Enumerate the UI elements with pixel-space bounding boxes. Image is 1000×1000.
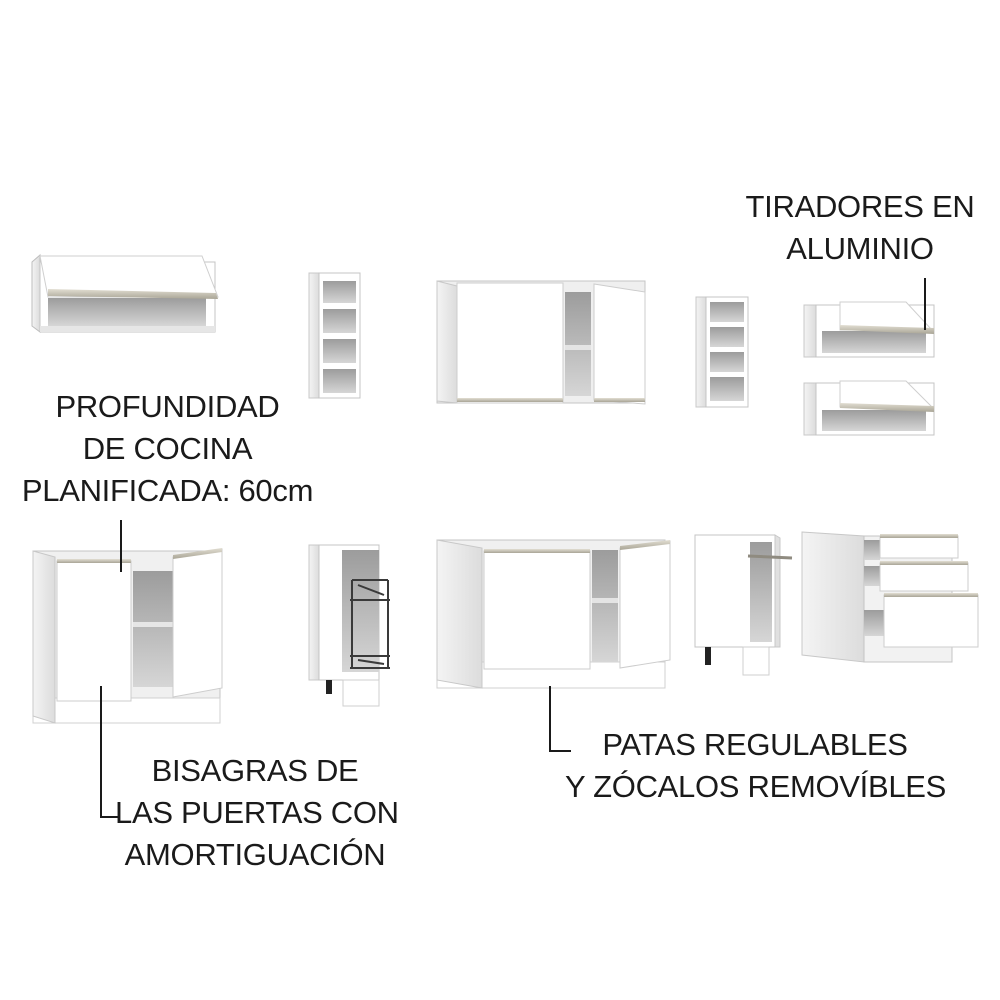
- legs-leader-line-vertical: [549, 686, 551, 752]
- pull-out-rack-icon: [308, 544, 390, 707]
- legs-annotation-line-2: Y ZÓCALOS REMOVÍBLES: [565, 769, 947, 804]
- depth-annotation: PROFUNDIDAD DE COCINA PLANIFICADA: 60cm: [15, 386, 320, 512]
- drawer-unit-icon: [801, 531, 979, 663]
- legs-annotation-line-1: PATAS REGULABLES: [602, 727, 908, 762]
- open-shelf-column-icon: [695, 296, 749, 408]
- handles-leader-line: [924, 278, 926, 330]
- upper-cabinet-lift-door-icon: [803, 380, 935, 436]
- hinges-leader-line-vertical: [100, 686, 102, 818]
- base-cabinet-two-door-icon: [32, 548, 223, 724]
- upper-cabinet-lift-door-icon: [31, 253, 219, 333]
- legs-leader-line-horizontal: [549, 750, 571, 752]
- handles-annotation-line-1: TIRADORES EN: [745, 189, 975, 224]
- hinges-annotation: BISAGRAS DE LAS PUERTAS CON AMORTIGUACIÓ…: [115, 750, 399, 876]
- open-shelf-column-icon: [308, 272, 361, 399]
- base-cabinet-single-door-icon: [694, 534, 793, 676]
- sink-base-cabinet-icon: [436, 539, 671, 689]
- hinges-leader-line-horizontal: [100, 816, 118, 818]
- handles-annotation: TIRADORES EN ALUMINIO: [745, 186, 975, 270]
- hinges-annotation-line-1: BISAGRAS DE: [151, 753, 359, 788]
- depth-annotation-line-3: PLANIFICADA: 60cm: [21, 473, 314, 508]
- depth-leader-line: [120, 520, 122, 572]
- hinges-annotation-line-3: AMORTIGUACIÓN: [124, 837, 386, 872]
- handles-annotation-line-2: ALUMINIO: [786, 231, 934, 266]
- hinges-annotation-line-2: LAS PUERTAS CON: [115, 795, 399, 830]
- upper-cabinet-two-door-icon: [436, 280, 646, 405]
- upper-cabinet-lift-door-icon: [803, 301, 935, 358]
- depth-annotation-line-2: DE COCINA: [82, 431, 253, 466]
- depth-annotation-line-1: PROFUNDIDAD: [55, 389, 280, 424]
- legs-annotation: PATAS REGULABLES Y ZÓCALOS REMOVÍBLES: [565, 724, 947, 808]
